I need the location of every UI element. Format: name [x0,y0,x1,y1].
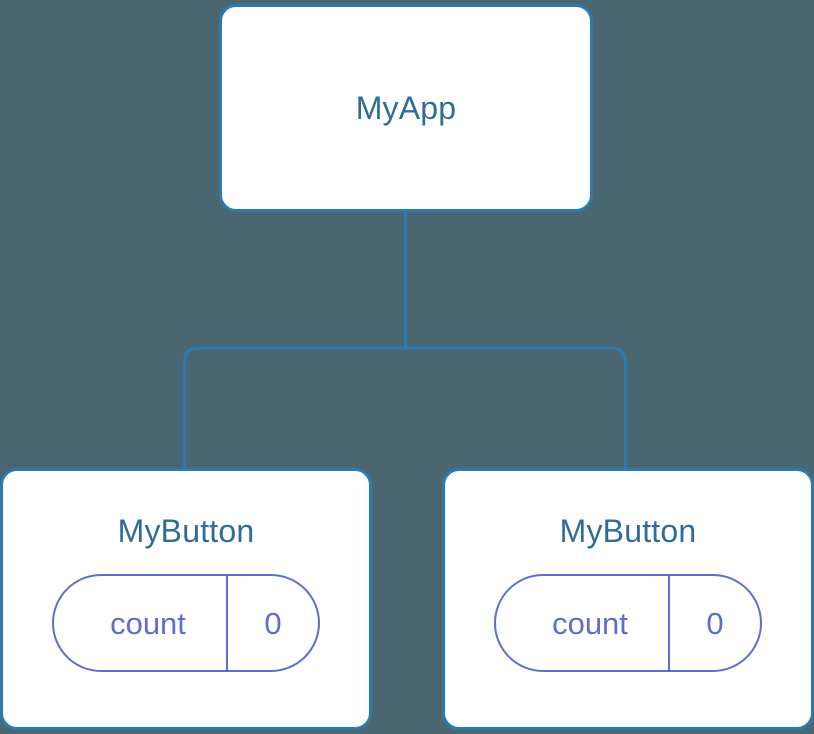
state-pill-count-0[interactable]: count 0 [52,574,320,672]
tree-node-child-1[interactable]: MyButton count 0 [442,468,814,730]
tree-node-child-0[interactable]: MyButton count 0 [0,468,372,730]
edge-root-to-child-right [405,346,627,470]
state-pill-value-1: 0 [706,605,724,641]
state-pill-key-0: count [110,605,186,641]
state-pill-value-cell-0: 0 [228,576,318,670]
state-pill-count-1[interactable]: count 0 [494,574,762,672]
state-pill-key-cell-0: count [54,576,228,670]
edge-root-to-child-left [183,346,406,470]
state-pill-value-cell-1: 0 [670,576,760,670]
tree-node-root-label: MyApp [355,90,457,126]
state-pill-value-0: 0 [264,605,282,641]
tree-node-root[interactable]: MyApp [219,4,593,212]
tree-node-child-0-label: MyButton [117,513,255,549]
tree-node-child-1-label: MyButton [559,513,697,549]
state-pill-key-1: count [552,605,628,641]
state-pill-key-cell-1: count [496,576,670,670]
